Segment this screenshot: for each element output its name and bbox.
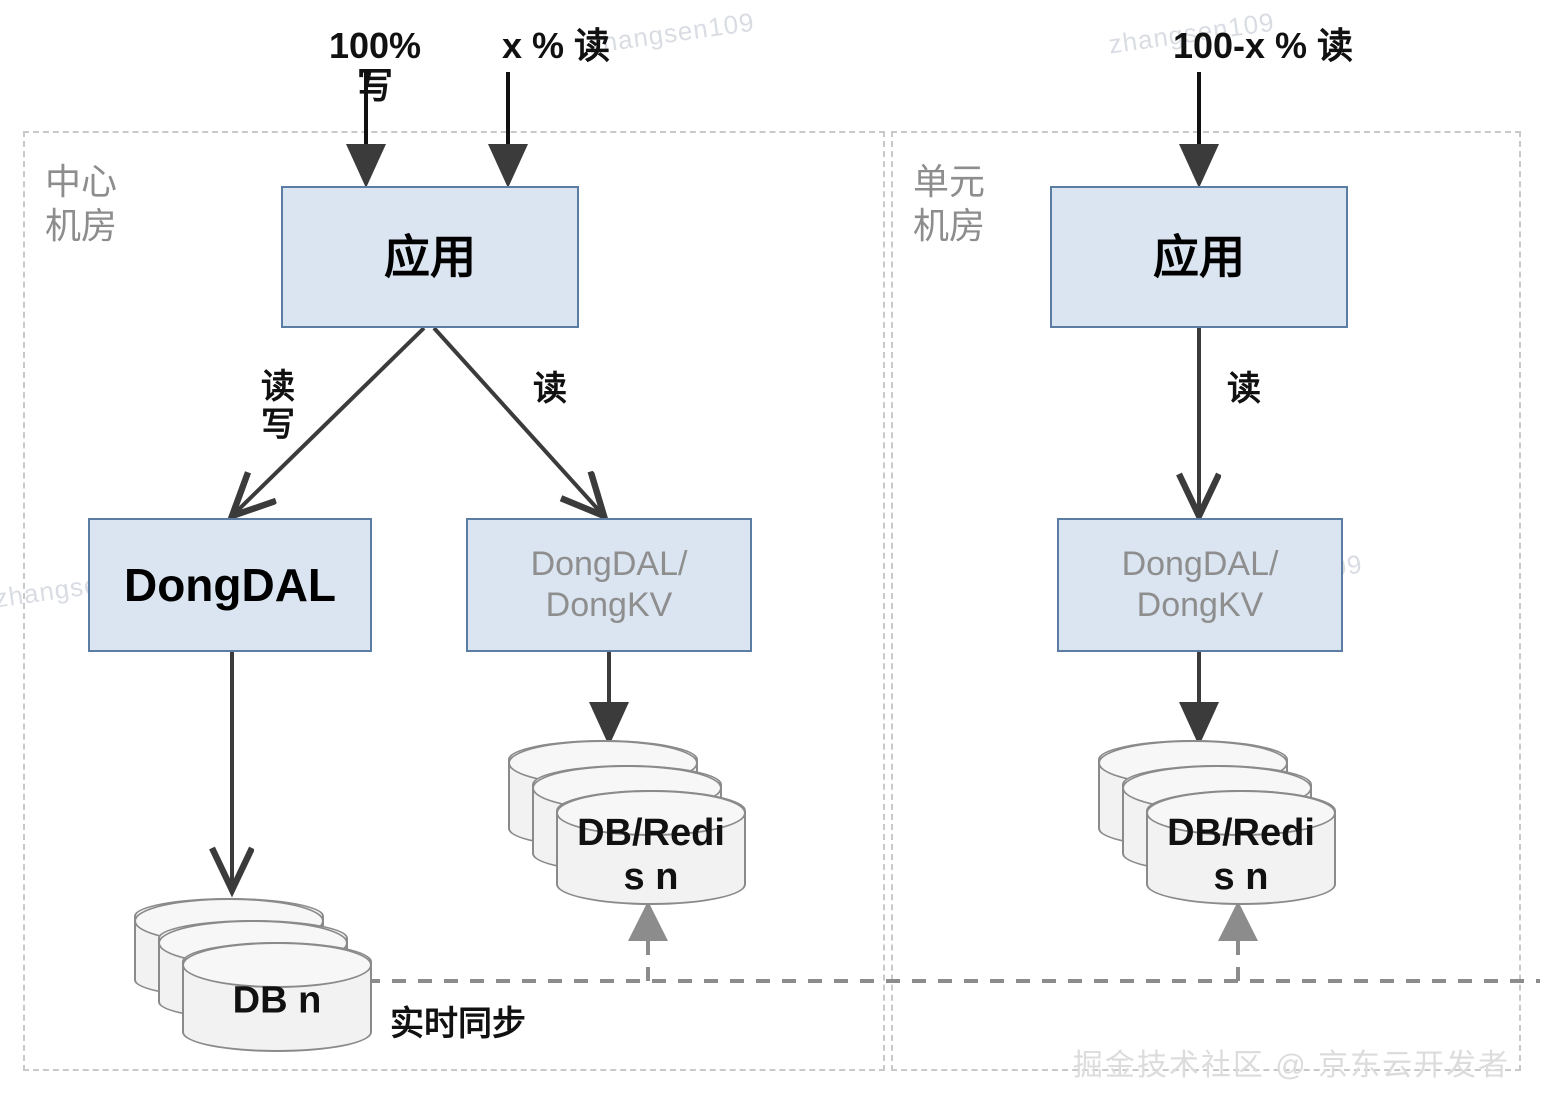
traffic-label-read-100x: 100-x % 读 — [1172, 25, 1354, 66]
store-center-db[interactable]: DB n — [134, 898, 374, 1058]
edge-label-center-readwrite: 读 写 — [261, 368, 295, 445]
node-center-dongkv[interactable]: DongDAL/ DongKV — [466, 518, 752, 652]
node-center-dongkv-label: DongDAL/ DongKV — [530, 544, 688, 624]
node-unit-app-label: 应用 — [1153, 230, 1245, 283]
traffic-label-read-x: x % 读 — [501, 25, 611, 66]
node-center-app-label: 应用 — [384, 230, 476, 283]
node-unit-dongkv-label: DongDAL/ DongKV — [1121, 544, 1279, 624]
edge-label-unit-read: 读 — [1227, 370, 1261, 408]
zone-center-label: 中心 机房 — [45, 161, 118, 246]
edge-label-sync: 实时同步 — [390, 1005, 526, 1043]
store-center-dbredis[interactable]: DB/Redi s n — [508, 740, 748, 910]
node-center-app[interactable]: 应用 — [281, 186, 579, 328]
node-center-dongdal[interactable]: DongDAL — [88, 518, 372, 652]
cylinder-front: DB/Redi s n — [556, 790, 746, 905]
cylinder-front: DB n — [182, 942, 372, 1052]
store-unit-dbredis[interactable]: DB/Redi s n — [1098, 740, 1338, 910]
cylinder-front: DB/Redi s n — [1146, 790, 1336, 905]
store-center-db-label: DB n — [232, 979, 322, 1022]
zone-unit — [891, 131, 1521, 1071]
store-unit-dbredis-label: DB/Redi s n — [1167, 811, 1315, 898]
store-center-dbredis-label: DB/Redi s n — [577, 811, 725, 898]
traffic-label-write-100: 100% 写 — [328, 25, 422, 107]
zone-unit-label: 单元 机房 — [913, 161, 986, 246]
footer-watermark: 掘金技术社区 @ 京东云开发者 — [1072, 1049, 1510, 1082]
node-unit-dongkv[interactable]: DongDAL/ DongKV — [1057, 518, 1343, 652]
node-unit-app[interactable]: 应用 — [1050, 186, 1348, 328]
node-center-dongdal-label: DongDAL — [123, 558, 337, 611]
zone-center — [23, 131, 885, 1071]
edge-label-center-read: 读 — [533, 370, 567, 408]
